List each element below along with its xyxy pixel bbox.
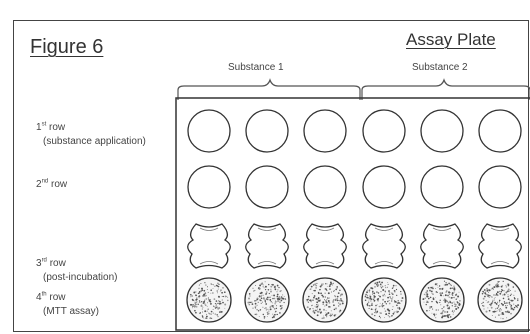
well-row4-col6 (478, 278, 522, 322)
well-row4-col2 (245, 278, 289, 322)
well-row1-col4 (363, 110, 405, 152)
well-row3-col2 (246, 224, 289, 268)
well-row1-col2 (246, 110, 288, 152)
well-row1-col6 (479, 110, 521, 152)
well-row4-col5 (420, 278, 464, 322)
well-row3-col1 (188, 224, 231, 268)
well-row2-col6 (479, 166, 521, 208)
well-row2-col4 (363, 166, 405, 208)
substance-1-brace (178, 80, 360, 100)
well-row2-col3 (304, 166, 346, 208)
well-row3-col6 (479, 224, 522, 268)
well-row2-col2 (246, 166, 288, 208)
well-row4-col1 (187, 278, 231, 322)
well-row3-col5 (421, 224, 464, 268)
well-row1-col5 (421, 110, 463, 152)
well-row2-col1 (188, 166, 230, 208)
well-row2-col5 (421, 166, 463, 208)
substance-2-brace (362, 80, 530, 100)
well-row4-col4 (362, 278, 406, 322)
well-row3-col4 (363, 224, 406, 268)
well-row1-col3 (304, 110, 346, 152)
well-row1-col1 (188, 110, 230, 152)
well-row3-col3 (304, 224, 347, 268)
well-row4-col3 (303, 278, 347, 322)
plate-wells (187, 110, 522, 322)
